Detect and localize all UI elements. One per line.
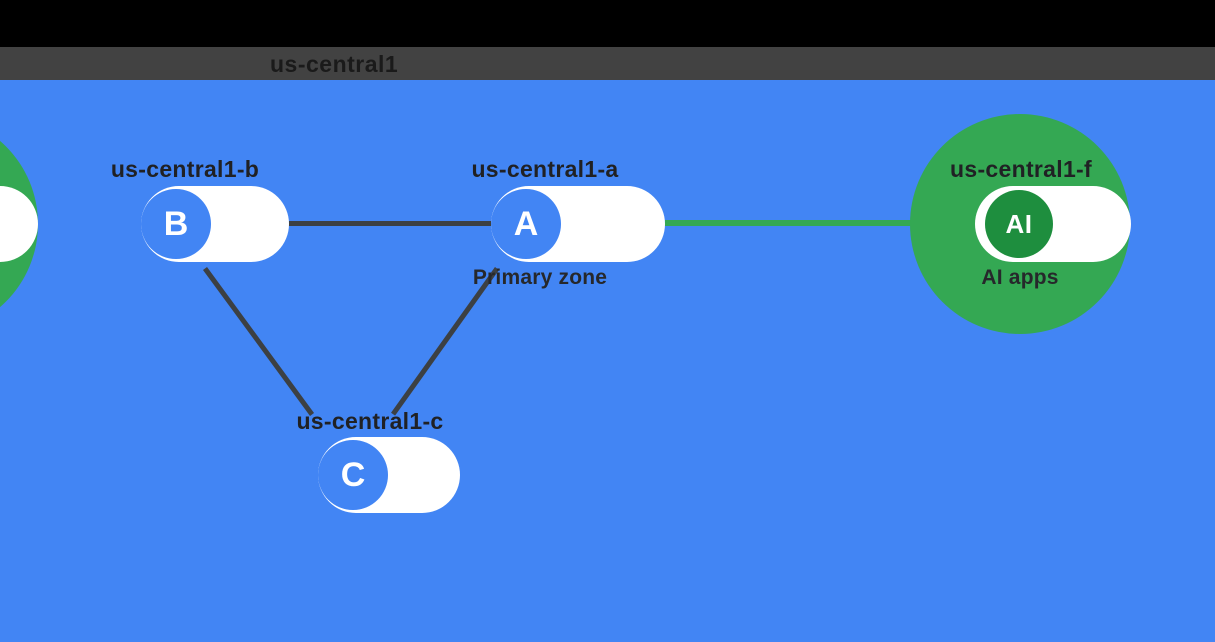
zone-label-b: us-central1-b [110,156,260,182]
edge-b-to-a [289,221,491,226]
ai-letter: AI [1005,209,1033,239]
ai-sublabel: AI apps [981,266,1059,289]
region-title: us-central1 [270,51,399,77]
zone-label-c: us-central1-c [296,408,444,434]
ai-circle: AI [985,190,1053,258]
zone-sublabel-a: Primary zone [472,266,608,289]
zone-label-a: us-central1-a [471,156,619,182]
zone-letter-a: A [513,205,539,243]
zone-letter-b: B [163,205,189,243]
zone-circle-a: A [491,189,561,259]
zone-circle-c: C [318,440,388,510]
diagram-area: us-central1-b B us-central1-a A Primary … [0,80,1215,642]
edge-a-to-ai [665,220,912,226]
ai-zone-label: us-central1-f [950,156,1092,182]
region-header-bar [0,47,1215,80]
zone-letter-c: C [340,456,366,494]
zone-circle-b: B [141,189,211,259]
top-letterbox [0,0,1215,47]
edge-b-to-c [202,267,315,416]
